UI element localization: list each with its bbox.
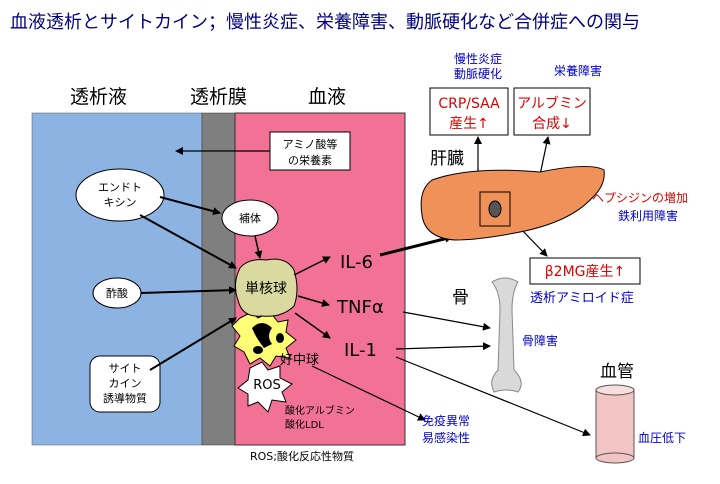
hepcidin-label: ヘプシジンの増加 xyxy=(592,191,688,205)
svg-text:誘導物質: 誘導物質 xyxy=(103,391,147,405)
svg-text:ROS: ROS xyxy=(253,378,281,393)
cytokine-il6: IL-6 xyxy=(340,252,373,273)
monocyte-cell: 単核球 xyxy=(234,258,298,317)
vessel-label: 血管 xyxy=(600,362,634,382)
neutrophil-cell xyxy=(231,311,297,367)
neutrophil-label: 好中球 xyxy=(280,353,319,368)
bone-effect: 骨障害 xyxy=(522,333,558,348)
crp-box: CRP/SAA 産生↑ xyxy=(429,87,509,136)
liver-label: 肝臓 xyxy=(430,149,464,169)
svg-text:カイン: カイン xyxy=(109,377,142,390)
inducer-box: サイト カイン 誘導物質 xyxy=(89,355,161,413)
liver-shape xyxy=(420,165,605,241)
svg-text:酢酸: 酢酸 xyxy=(106,286,128,300)
svg-text:CRP/SAA: CRP/SAA xyxy=(438,96,500,112)
svg-text:サイト: サイト xyxy=(109,362,142,375)
svg-text:キシン: キシン xyxy=(104,196,137,209)
bone-shape xyxy=(491,277,522,393)
footnote: ROS;酸化反応性物質 xyxy=(250,449,354,463)
header-dialysate: 透析液 xyxy=(70,86,127,108)
iron-label: 鉄利用障害 xyxy=(618,208,678,223)
svg-text:産生↑: 産生↑ xyxy=(449,116,489,132)
svg-text:エンドト: エンドト xyxy=(98,181,142,194)
membrane-region xyxy=(201,112,236,446)
svg-text:補体: 補体 xyxy=(239,211,261,225)
endotoxin-ellipse: エンドト キシン xyxy=(75,168,165,222)
b2mg-box: β2MG産生↑ xyxy=(529,257,641,285)
nutrients-box: アミノ酸等 の栄養素 xyxy=(269,131,351,171)
crp-header-2: 動脈硬化 xyxy=(454,67,502,81)
complement-ellipse: 補体 xyxy=(221,199,279,237)
immune-1: 免疫異常 xyxy=(422,413,470,428)
crp-header-1: 慢性炎症 xyxy=(454,51,502,66)
acetate-ellipse: 酢酸 xyxy=(92,277,142,309)
page-title: 血液透析とサイトカイン；慢性炎症、栄養障害、動脈硬化など合併症への関与 xyxy=(10,12,640,33)
albumin-box: アルブミン 合成↓ xyxy=(513,87,591,136)
svg-text:の栄養素: の栄養素 xyxy=(288,153,332,167)
vessel-effect: 血圧低下 xyxy=(638,431,686,445)
header-blood: 血液 xyxy=(308,86,346,108)
svg-text:アミノ酸等: アミノ酸等 xyxy=(283,137,338,151)
bone-label: 骨 xyxy=(452,288,469,308)
svg-text:合成↓: 合成↓ xyxy=(532,116,572,132)
oxidized-ldl: 酸化LDL xyxy=(285,418,324,431)
amyloid-label: 透析アミロイド症 xyxy=(530,291,634,306)
svg-text:アルブミン: アルブミン xyxy=(517,95,587,112)
svg-text:単核球: 単核球 xyxy=(245,281,287,297)
svg-text:β2MG産生↑: β2MG産生↑ xyxy=(545,264,626,280)
albumin-header: 栄養障害 xyxy=(554,63,602,78)
oxidized-albumin: 酸化アルブミン xyxy=(285,404,355,417)
cytokine-tnfa: TNFα xyxy=(336,297,384,318)
header-membrane: 透析膜 xyxy=(190,86,247,108)
immune-2: 易感染性 xyxy=(422,430,470,445)
vessel-shape xyxy=(595,384,635,464)
cytokine-il1: IL-1 xyxy=(344,340,377,361)
ros-burst: ROS xyxy=(237,361,293,413)
